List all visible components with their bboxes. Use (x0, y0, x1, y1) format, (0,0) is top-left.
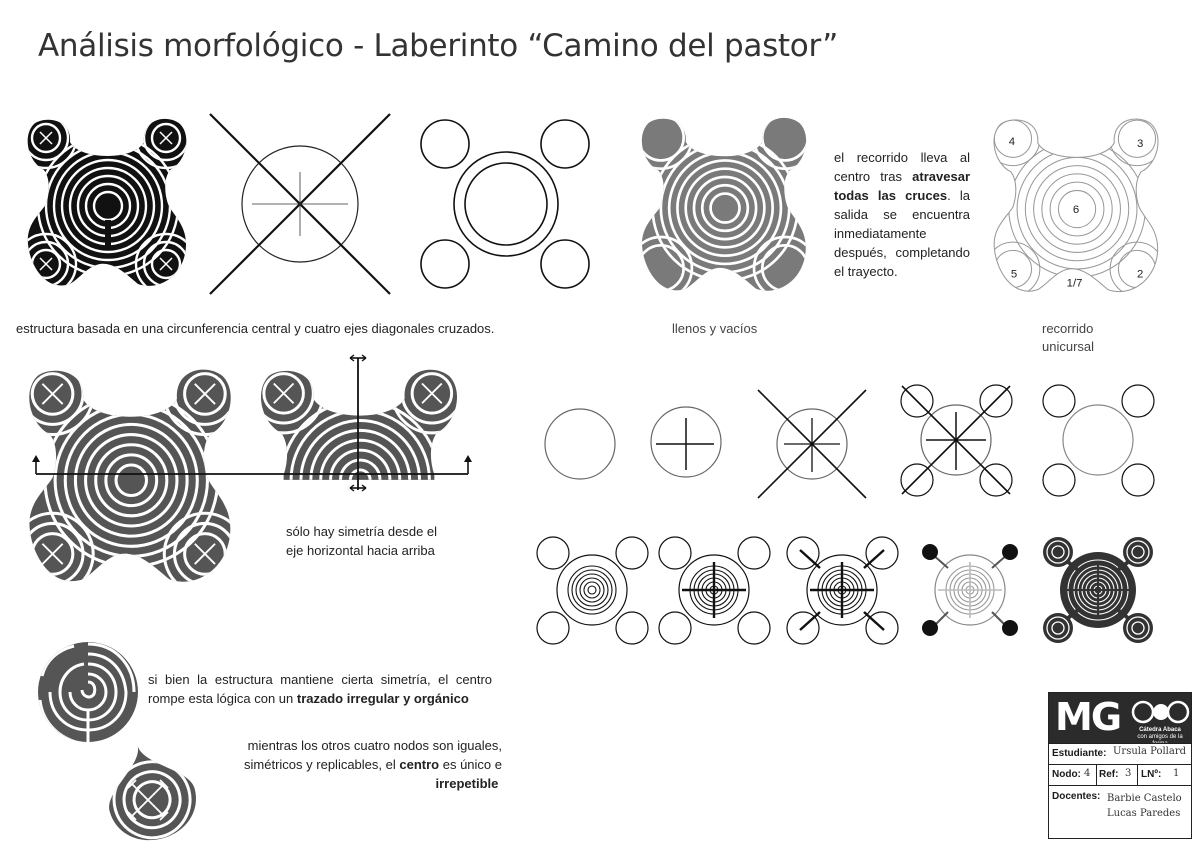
route-number-6: 6 (1073, 204, 1079, 216)
construction-step-7 (658, 536, 771, 645)
circles-diagram (420, 119, 590, 289)
caption-llenos-vacios: llenos y vacíos (672, 321, 758, 336)
ln-value: 1 (1173, 768, 1180, 779)
infinity-logo-icon (1131, 700, 1190, 724)
student-name: Ursula Pollard (1113, 746, 1187, 757)
center-detail (38, 642, 138, 742)
route-number-1-7: 1/7 (1067, 278, 1083, 290)
nodo-value: 4 (1084, 768, 1091, 779)
construction-step-8 (786, 536, 899, 645)
construction-step-5 (1042, 384, 1155, 497)
page-title: Análisis morfológico - Laberinto “Camino… (38, 28, 838, 64)
meta-row: Nodo: 4 Ref: 3 LNº: 1 (1049, 764, 1191, 785)
route-number-5: 5 (1011, 268, 1017, 280)
ref-value: 3 (1125, 768, 1132, 779)
docente-2: Lucas Paredes (1107, 808, 1181, 819)
unicursal-route-diagram: 4 3 6 5 2 1/7 (993, 118, 1159, 293)
route-number-4: 4 (1009, 136, 1015, 148)
construction-step-3 (757, 389, 867, 499)
construction-step-1 (544, 408, 616, 480)
route-description: el recorrido lleva al centro tras atrave… (834, 150, 971, 279)
student-row: Estudiante: Ursula Pollard (1049, 743, 1191, 764)
symmetry-axes (32, 354, 472, 492)
construction-step-6 (536, 536, 649, 645)
construction-step-2 (650, 406, 722, 478)
caption-centro: si bien la estructura mantiene cierta si… (148, 672, 492, 706)
caption-estructura: estructura basada en una circunferencia … (16, 321, 495, 336)
node-detail (109, 745, 196, 841)
route-number-2: 2 (1137, 268, 1143, 280)
route-number-3: 3 (1137, 138, 1143, 150)
docentes-row: Docentes: Barbie Castelo Lucas Paredes (1049, 785, 1191, 838)
structure-x-diagram (209, 113, 391, 295)
construction-step-10 (1043, 537, 1153, 643)
construction-step-9 (922, 544, 1018, 636)
symmetry-diagram-half (260, 369, 458, 480)
construction-step-4 (900, 384, 1013, 497)
mg-logo: MG (1055, 695, 1122, 739)
symmetry-diagram-full (29, 369, 231, 582)
docente-1: Barbie Castelo (1107, 793, 1182, 804)
caption-nodos: mientras los otros cuatro nodos son igua… (244, 738, 502, 791)
labyrinth-black (27, 118, 187, 286)
labyrinth-gray-fill (641, 117, 807, 291)
